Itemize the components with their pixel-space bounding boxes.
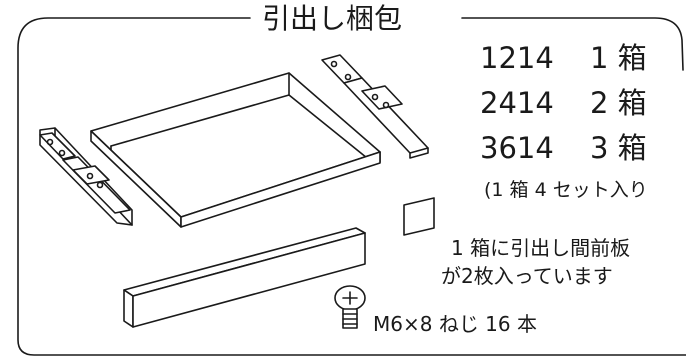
model-number: 3614 (480, 131, 554, 165)
right-slide-rail-illustration (321, 54, 429, 159)
front-board-illustration (123, 227, 366, 328)
middle-slide-rail-illustration (62, 156, 131, 214)
drawer-box-illustration (90, 72, 381, 228)
model-row: 1214 1 箱 (480, 44, 647, 73)
box-count: 3 箱 (590, 131, 647, 165)
box-count: 2 箱 (590, 86, 647, 120)
front-board-note-line1: 1 箱に引出し間前板 (451, 236, 631, 260)
screw-note: M6×8 ねじ 16 本 (373, 312, 537, 336)
model-number: 1214 (480, 41, 554, 75)
spacer-block-illustration (403, 197, 435, 236)
front-board-note-line2: が2枚入っています (441, 264, 613, 288)
model-row: 2414 2 箱 (480, 89, 647, 118)
sets-per-box-note: (1 箱 4 セット入り (484, 179, 648, 201)
box-count: 1 箱 (590, 41, 647, 75)
model-row: 3614 3 箱 (480, 134, 647, 163)
frame-border (17, 17, 686, 356)
diagram-title: 引出し梱包 (254, 5, 411, 33)
model-number: 2414 (480, 86, 554, 120)
screw-illustration (334, 285, 366, 329)
